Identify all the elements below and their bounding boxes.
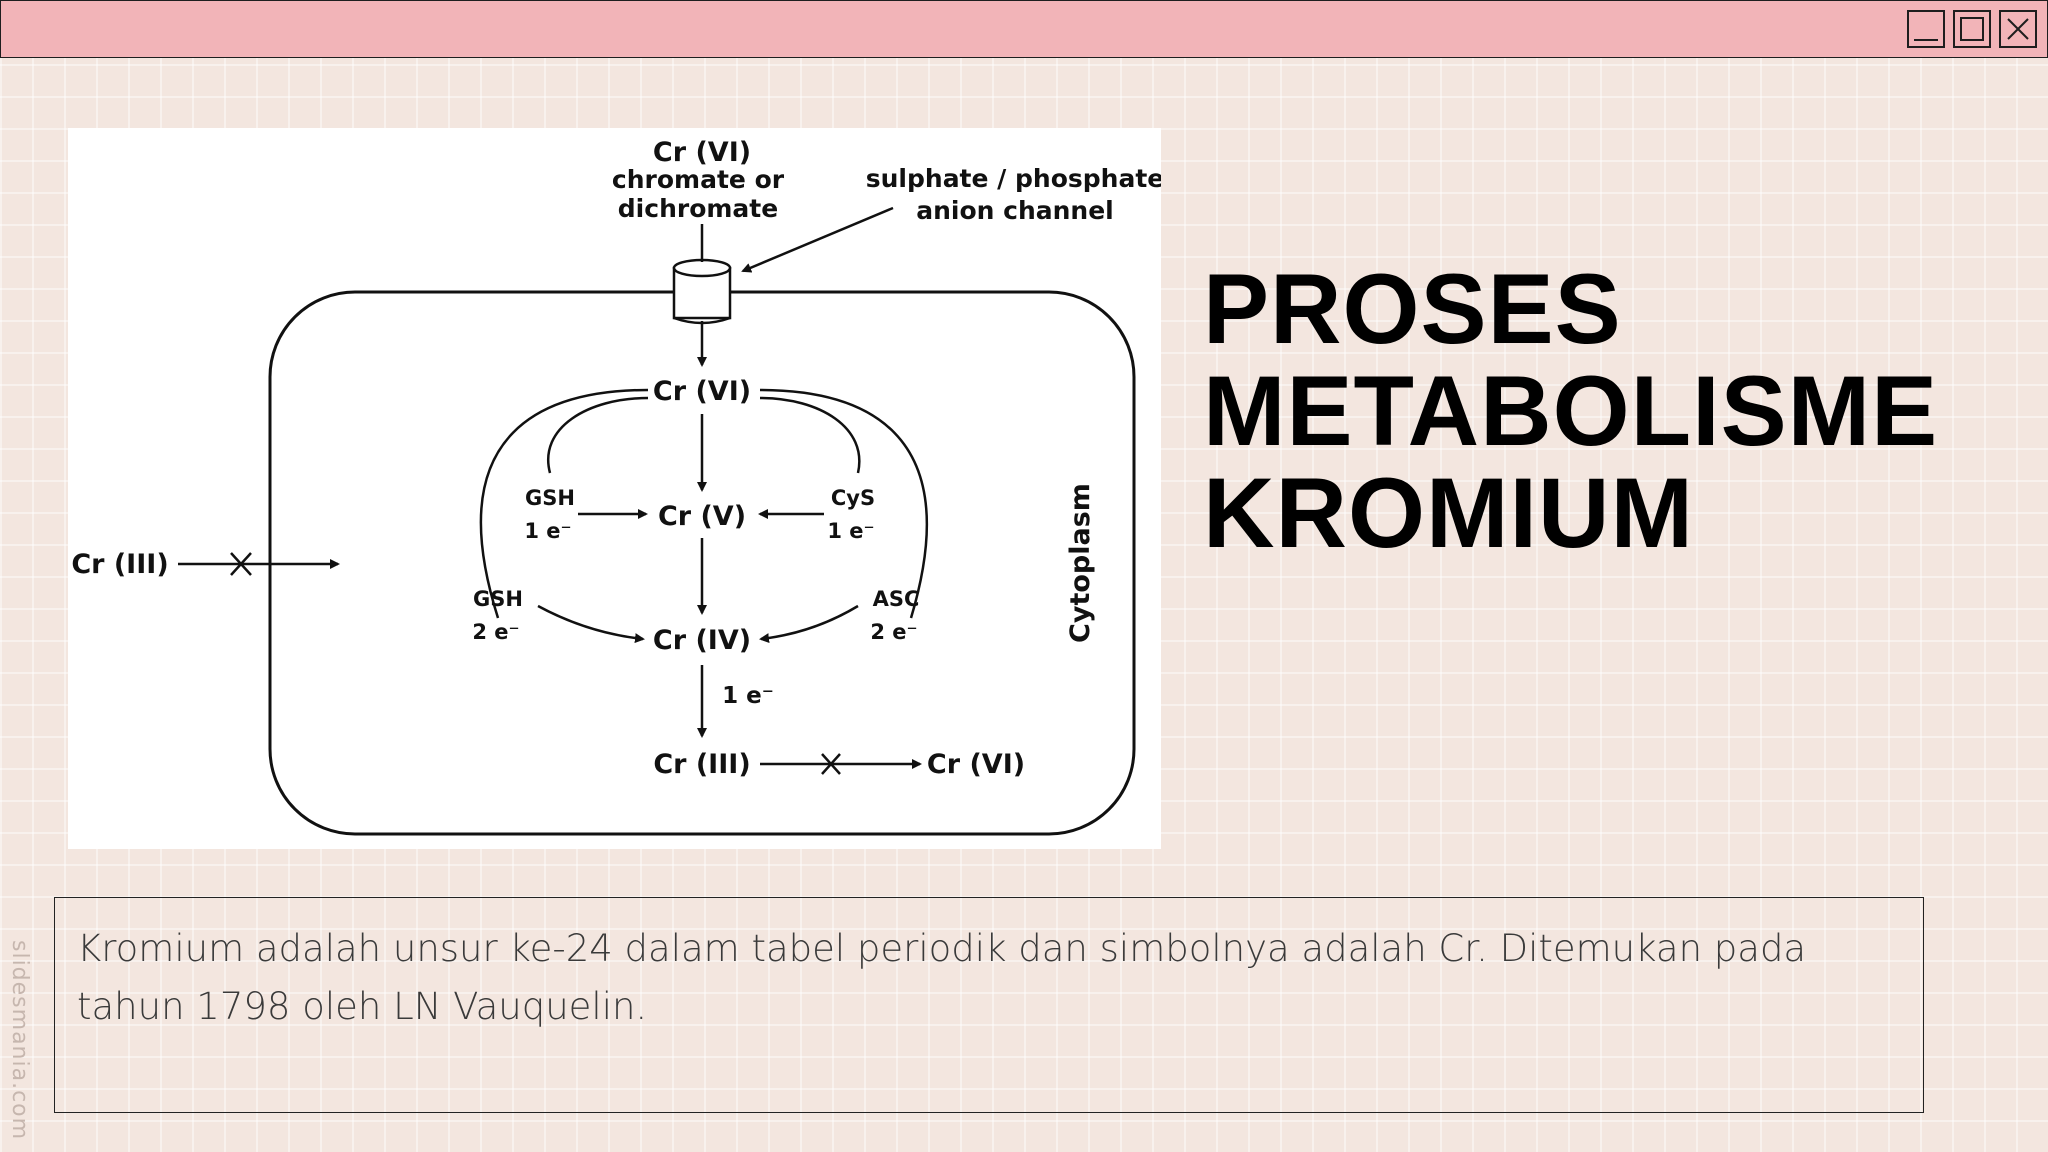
node-cr6-out: Cr (VI)	[927, 749, 1025, 780]
minimize-button[interactable]	[1907, 10, 1945, 48]
node-cr3-outside: Cr (III)	[71, 549, 168, 580]
node-cr6: Cr (VI)	[653, 376, 751, 407]
label-gsh-bottom: GSH	[473, 587, 523, 611]
label-cys-e: 1 e⁻	[827, 519, 874, 543]
maximize-icon	[1960, 17, 1984, 41]
watermark: slidesmania.com	[7, 940, 32, 1141]
title-line-2: METABOLISME	[1203, 355, 1939, 466]
anion-channel-icon	[672, 258, 732, 325]
label-gsh-top-e: 1 e⁻	[524, 519, 571, 543]
label-chromate: chromate or	[612, 165, 785, 194]
close-icon	[2007, 18, 2029, 40]
window-titlebar	[0, 0, 2048, 58]
label-top-cr6: Cr (VI)	[653, 137, 751, 168]
description-text: Kromium adalah unsur ke-24 dalam tabel p…	[77, 927, 1807, 1028]
label-channel-2: anion channel	[916, 196, 1114, 225]
channel-arrow	[741, 206, 894, 273]
page-title: PROSES METABOLISME KROMIUM	[1203, 258, 1938, 564]
blocked-cross-icon-outside	[230, 552, 252, 576]
label-asc: ASC	[873, 587, 920, 611]
label-cys: CyS	[831, 486, 875, 510]
close-button[interactable]	[1999, 10, 2037, 48]
maximize-button[interactable]	[1953, 10, 1991, 48]
label-gsh-bottom-e: 2 e⁻	[472, 620, 519, 644]
node-cr3: Cr (III)	[653, 749, 750, 780]
label-asc-e: 2 e⁻	[870, 620, 917, 644]
description-box: Kromium adalah unsur ke-24 dalam tabel p…	[54, 897, 1924, 1113]
minimize-icon	[1914, 39, 1938, 41]
label-channel-1: sulphate / phosphate	[866, 164, 1161, 193]
label-dichromate: dichromate	[618, 194, 778, 223]
blocked-cross-icon	[821, 753, 841, 775]
label-gsh-top: GSH	[525, 486, 575, 510]
label-cytoplasm: Cytoplasm	[1065, 483, 1096, 643]
title-line-1: PROSES	[1203, 253, 1622, 364]
node-cr4: Cr (IV)	[653, 625, 751, 656]
node-cr5: Cr (V)	[658, 501, 746, 532]
title-line-3: KROMIUM	[1203, 457, 1694, 568]
label-cr4-cr3-electron: 1 e⁻	[722, 683, 774, 709]
chromium-metabolism-diagram: Cr (VI) chromate or dichromate sulphate …	[68, 128, 1161, 849]
